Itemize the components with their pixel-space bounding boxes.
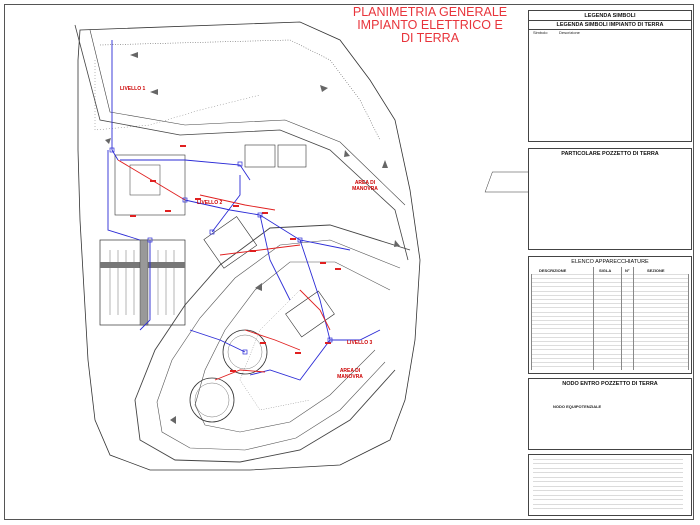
nodo-title: NODO ENTRO POZZETTO DI TERRA — [562, 381, 658, 387]
equipment-col-sep-3 — [633, 267, 634, 370]
drawing-title: PLANIMETRIA GENERALE IMPIANTO ELETTRICO … — [345, 6, 515, 45]
title-line-1: PLANIMETRIA GENERALE — [352, 5, 508, 19]
road-arrows — [105, 52, 400, 424]
equipment-panel: ELENCO APPARECCHIATURE DESCRIZIONE SIGLA… — [528, 256, 692, 374]
equipment-col-sep-1 — [593, 267, 594, 370]
pozzetto-panel: PARTICOLARE POZZETTO DI TERRA — [528, 148, 692, 250]
clarifier-tank-2-inner — [194, 382, 230, 418]
pump-station — [203, 216, 258, 269]
legend-subheader: LEGENDA SIMBOLI IMPIANTO DI TERRA — [529, 20, 691, 30]
notes-panel — [528, 454, 692, 516]
embankment — [239, 289, 311, 411]
legend-panel: LEGENDA SIMBOLI LEGENDA SIMBOLI IMPIANTO… — [528, 10, 692, 142]
filter-unit — [285, 290, 335, 338]
equipment-col-n: N° — [625, 268, 630, 273]
access-road-edge — [89, 29, 406, 206]
legend-col-symbol: Simbolo — [533, 30, 548, 35]
legend-col-desc: Descrizione — [559, 30, 580, 35]
equipment-title: ELENCO APPARECCHIATURE — [571, 259, 649, 265]
notes-lines — [533, 459, 683, 511]
equipment-col-sezione: SEZIONE — [647, 268, 665, 273]
title-line-3: DI TERRA — [400, 31, 460, 45]
equipment-col-sigla: SIGLA — [599, 268, 612, 273]
title-line-2: IMPIANTO ELETTRICO E — [357, 18, 503, 32]
equipment-grid — [531, 274, 689, 370]
treatment-inner — [129, 164, 161, 196]
label-livello-3: LIVELLO 3 — [347, 340, 373, 346]
slope-top-2 — [94, 60, 261, 131]
equipment-col-desc: DESCRIZIONE — [539, 268, 567, 273]
pozzetto-title: PARTICOLARE POZZETTO DI TERRA — [561, 151, 659, 157]
label-livello-2: LIVELLO 2 — [197, 200, 223, 206]
cable-routes-red — [117, 159, 331, 381]
building-upper-2 — [277, 144, 307, 168]
basin-center-column — [139, 239, 149, 326]
building-upper — [244, 144, 276, 168]
serpentine-road-inner2 — [194, 261, 391, 433]
site-boundary — [77, 21, 421, 471]
serpentine-road-inner — [156, 239, 401, 451]
clarifier-tank-1-inner — [227, 334, 263, 370]
label-livello-1: LIVELLO 1 — [120, 86, 146, 92]
nodo-panel: NODO ENTRO POZZETTO DI TERRA NODO EQUIPO… — [528, 378, 692, 450]
label-area-manovra-1: AREA DI MANOVRA — [352, 180, 378, 192]
ground-markers — [130, 145, 341, 372]
label-area-manovra-2: AREA DI MANOVRA — [337, 368, 363, 380]
pozzetti — [109, 147, 333, 355]
nodo-inner-label: NODO EQUIPOTENZIALE — [553, 404, 602, 409]
serpentine-road — [134, 224, 411, 463]
legend-header: LEGENDA SIMBOLI — [584, 13, 636, 19]
drawing-frame — [4, 4, 694, 520]
equipment-col-sep-2 — [621, 267, 622, 370]
treatment-block — [114, 154, 186, 216]
cable-routes-blue — [107, 40, 381, 381]
access-road — [74, 24, 409, 261]
clarifier-tank-2 — [189, 377, 235, 423]
